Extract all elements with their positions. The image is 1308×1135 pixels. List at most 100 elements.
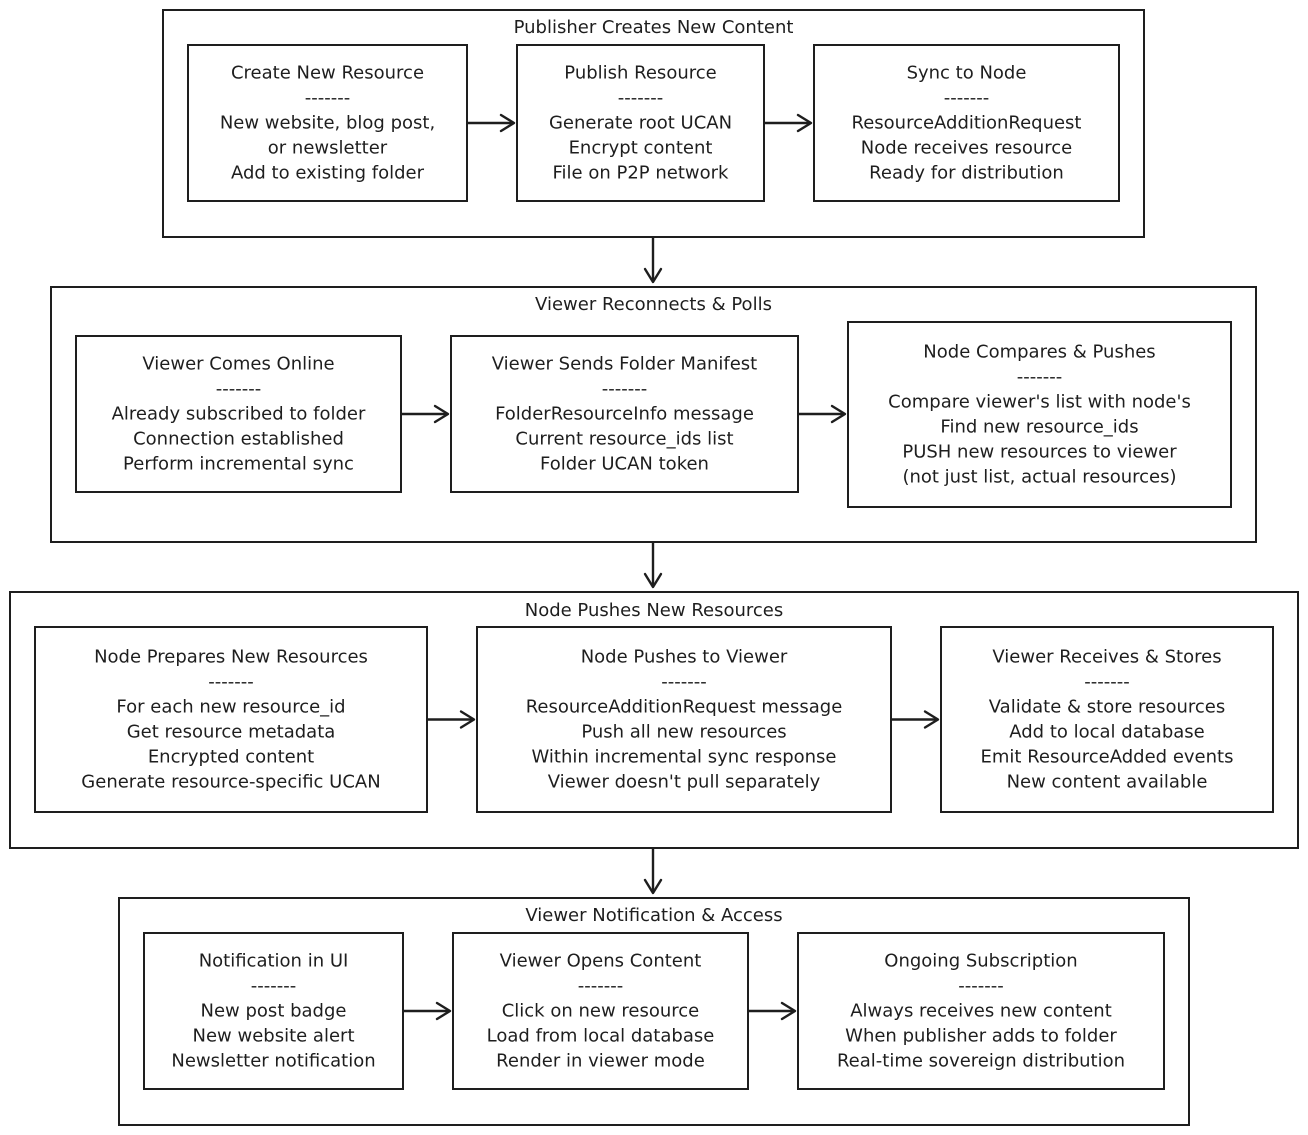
node-box: [847, 321, 1232, 508]
node-box: [450, 335, 799, 493]
node-divider: -------: [305, 88, 350, 109]
node-divider: -------: [602, 379, 647, 400]
process-node: Ongoing Subscription ------- Always receiv…: [797, 932, 1165, 1090]
flow-arrow: [401, 404, 450, 424]
process-node: Viewer Comes Online ------- Already subscr…: [75, 335, 402, 493]
flow-arrow: [643, 542, 663, 589]
node-detail: Get resource metadata: [127, 722, 336, 743]
node-divider: -------: [1017, 367, 1062, 388]
node-title: Create New Resource: [231, 63, 424, 84]
node-detail: Push all new resources: [581, 722, 786, 743]
node-title: Node Pushes to Viewer: [581, 647, 788, 668]
node-detail: New content available: [1007, 772, 1208, 793]
node-detail: Within incremental sync response: [531, 747, 836, 768]
node-detail: ResourceAdditionRequest message: [526, 697, 843, 718]
process-node: Node Compares & Pushes ------- Compare vie…: [847, 321, 1232, 508]
node-box: [75, 335, 402, 493]
process-node: Publish Resource ------- Generate root UCA…: [516, 44, 765, 202]
cluster-title: Viewer Notification & Access: [525, 905, 782, 926]
node-detail: Encrypt content: [569, 138, 713, 159]
node-box: [187, 44, 468, 202]
cluster-title: Node Pushes New Resources: [525, 600, 784, 621]
process-node: Node Prepares New Resources ------- For ea…: [34, 626, 428, 813]
node-detail: Add to existing folder: [231, 163, 425, 184]
flow-arrow: [467, 113, 516, 133]
process-node: Viewer Sends Folder Manifest ------- Folde…: [450, 335, 799, 493]
node-box: [143, 932, 404, 1090]
node-detail: Generate root UCAN: [549, 113, 732, 134]
node-box: [940, 626, 1274, 813]
node-detail: Newsletter notification: [171, 1051, 375, 1072]
node-detail: When publisher adds to folder: [845, 1026, 1117, 1047]
process-node: Notification in UI ------- New post badgeN…: [143, 932, 404, 1090]
cluster-border: [118, 897, 1190, 1126]
node-detail: Viewer doesn't pull separately: [548, 772, 821, 793]
node-title: Viewer Comes Online: [142, 354, 334, 375]
node-divider: -------: [216, 379, 261, 400]
flow-arrow: [764, 113, 813, 133]
node-detail: Find new resource_ids: [940, 417, 1138, 438]
node-detail: Generate resource-specific UCAN: [81, 772, 380, 793]
node-detail: (not just list, actual resources): [902, 467, 1176, 488]
node-detail: Connection established: [133, 429, 344, 450]
node-title: Node Compares & Pushes: [923, 342, 1155, 363]
flow-arrow: [748, 1001, 797, 1021]
node-box: [516, 44, 765, 202]
node-detail: New website, blog post,: [220, 113, 435, 134]
node-detail: Click on new resource: [502, 1001, 700, 1022]
node-detail: Encrypted content: [148, 747, 314, 768]
node-detail: ResourceAdditionRequest: [852, 113, 1082, 134]
node-detail: Node receives resource: [861, 138, 1072, 159]
node-box: [813, 44, 1120, 202]
node-detail: PUSH new resources to viewer: [902, 442, 1177, 463]
node-divider: -------: [958, 976, 1003, 997]
node-title: Viewer Opens Content: [500, 951, 702, 972]
node-detail: FolderResourceInfo message: [495, 404, 754, 425]
node-detail: or newsletter: [268, 138, 388, 159]
flow-arrow: [427, 710, 476, 729]
node-divider: -------: [578, 976, 623, 997]
node-detail: Add to local database: [1009, 722, 1204, 743]
node-detail: Render in viewer mode: [496, 1051, 705, 1072]
node-title: Notification in UI: [199, 951, 349, 972]
node-detail: Already subscribed to folder: [112, 404, 366, 425]
node-divider: -------: [944, 88, 989, 109]
process-node: Node Pushes to Viewer ------- ResourceAddi…: [476, 626, 892, 813]
node-title: Viewer Sends Folder Manifest: [492, 354, 758, 375]
node-divider: -------: [661, 672, 706, 693]
node-divider: -------: [208, 672, 253, 693]
node-detail: File on P2P network: [553, 163, 730, 184]
flow-arrow: [643, 848, 663, 895]
node-detail: Ready for distribution: [869, 163, 1064, 184]
flow-arrow: [643, 237, 663, 284]
node-detail: Real-time sovereign distribution: [837, 1051, 1125, 1072]
node-detail: Validate & store resources: [989, 697, 1226, 718]
node-detail: Folder UCAN token: [540, 454, 709, 475]
node-detail: New website alert: [193, 1026, 355, 1047]
node-detail: For each new resource_id: [116, 697, 345, 718]
node-detail: Perform incremental sync: [123, 454, 354, 475]
node-detail: New post badge: [201, 1001, 347, 1022]
process-node: Viewer Receives & Stores ------- Validate …: [940, 626, 1274, 813]
process-node: Sync to Node-------ResourceAdditionReque…: [813, 44, 1120, 202]
node-title: Viewer Receives & Stores: [992, 647, 1221, 668]
node-title: Publish Resource: [564, 63, 716, 84]
node-title: Node Prepares New Resources: [94, 647, 368, 668]
node-divider: -------: [618, 88, 663, 109]
node-divider: -------: [251, 976, 296, 997]
node-box: [452, 932, 749, 1090]
node-box: [797, 932, 1165, 1090]
node-detail: Compare viewer's list with node's: [888, 392, 1191, 413]
node-divider: -------: [1084, 672, 1129, 693]
flow-arrow: [891, 710, 940, 729]
process-node: Create New Resource ------- New website, b…: [187, 44, 468, 202]
cluster-4: Viewer Notification & AccessNotification…: [118, 897, 1190, 1126]
node-detail: Emit ResourceAdded events: [981, 747, 1234, 768]
node-title: Ongoing Subscription: [884, 951, 1077, 972]
node-box: [34, 626, 428, 813]
process-node: Viewer Opens Content ------- Click on new …: [452, 932, 749, 1090]
node-detail: Always receives new content: [850, 1001, 1112, 1022]
